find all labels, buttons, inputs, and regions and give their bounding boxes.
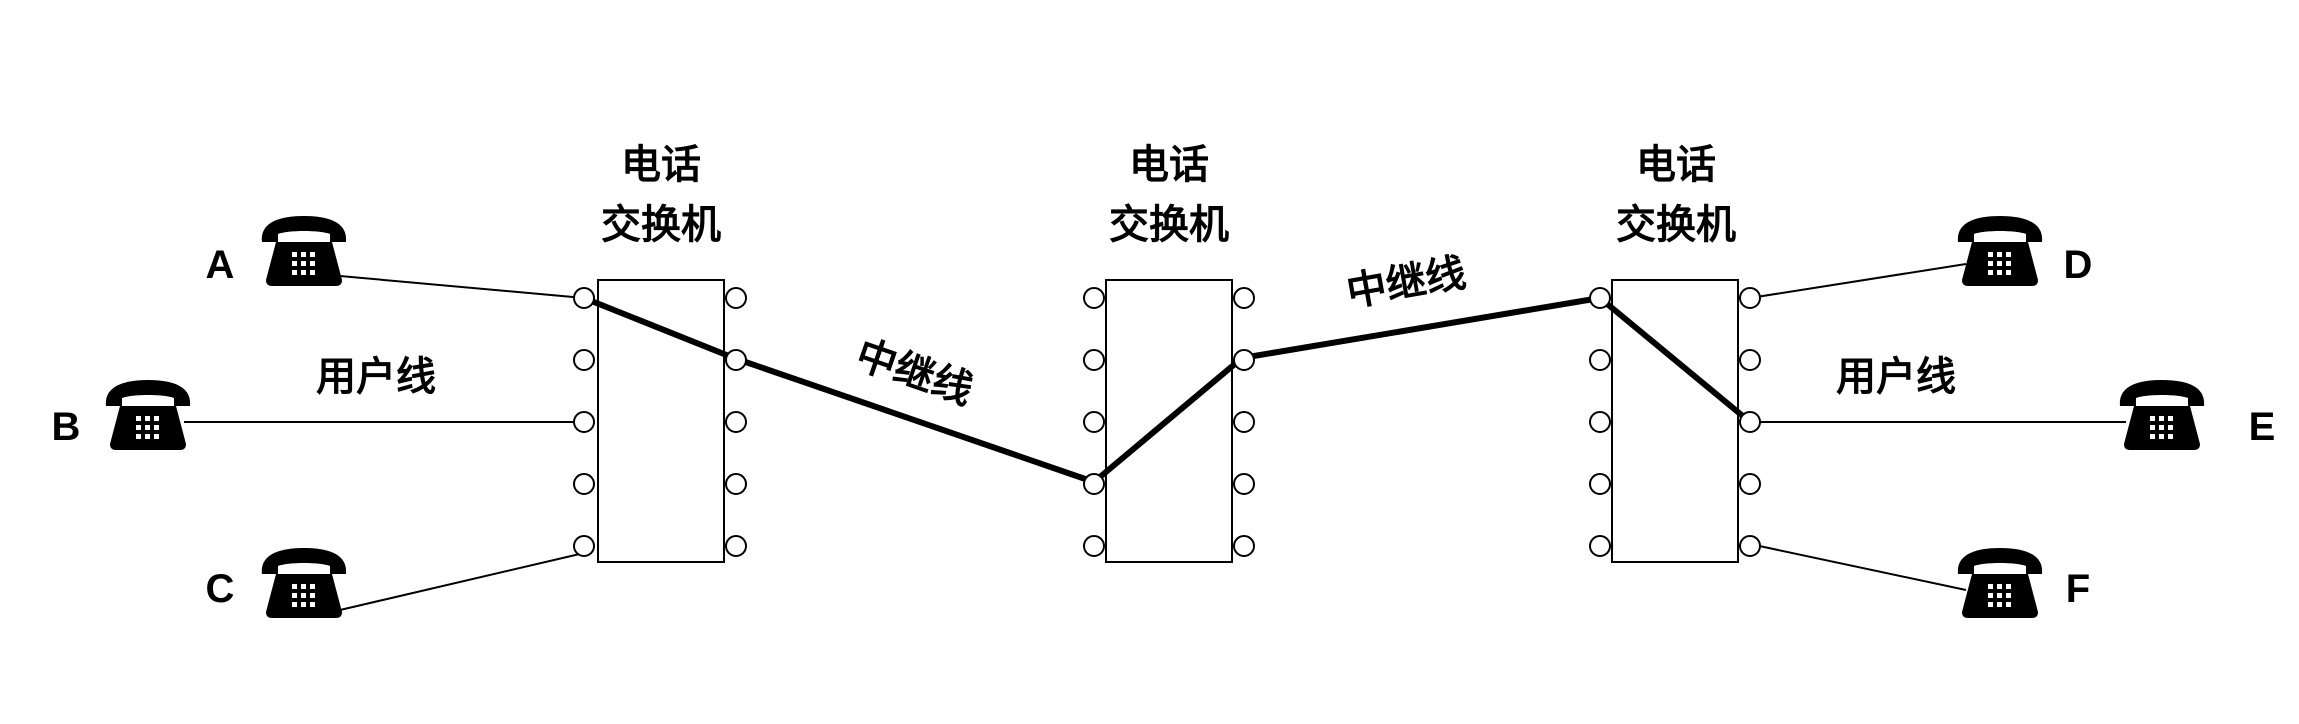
terminals-left (1083, 287, 1105, 557)
phone-label-a: A (206, 243, 235, 287)
phone-label-d: D (2064, 243, 2093, 287)
telephone-icon (1957, 216, 2043, 286)
exchange-box (597, 279, 725, 563)
terminals-left (573, 287, 595, 557)
trunk-line-2 (1239, 295, 1603, 361)
telephone-icon (2119, 380, 2205, 450)
exchange-1: 电话 交换机 (573, 142, 747, 563)
user-line-label-left: 用户线 (316, 354, 436, 400)
user-lines-right (1749, 263, 2126, 591)
exchange-box (1611, 279, 1739, 563)
phone-label-b: B (52, 405, 81, 449)
telephone-icon (261, 548, 347, 618)
exchange-title-line1: 电话 (1129, 142, 1209, 188)
exchange-3: 电话 交换机 (1589, 142, 1761, 563)
phone-label-c: C (206, 567, 235, 611)
internal-link-3 (1597, 295, 1753, 425)
trunk-line-1 (731, 355, 1097, 485)
exchange-title-line2: 交换机 (1616, 202, 1736, 248)
user-line-label-right: 用户线 (1836, 354, 1956, 400)
terminals-right (725, 287, 747, 557)
trunk-line-label-right: 中继线 (1343, 250, 1469, 316)
internal-link-2 (1091, 355, 1245, 485)
phone-label-e: E (2249, 405, 2276, 449)
terminals-right (1233, 287, 1255, 557)
exchange-title-line1: 电话 (621, 142, 701, 188)
exchange-2: 电话 交换机 (1083, 142, 1255, 563)
user-line-f (1749, 543, 1967, 591)
user-line-c (339, 552, 585, 611)
internal-link-1 (581, 295, 737, 361)
phone-label-f: F (2066, 567, 2090, 611)
user-lines-left (184, 275, 585, 611)
telephone-icon (261, 216, 347, 286)
exchange-title-line2: 交换机 (1109, 202, 1229, 248)
exchange-title-line2: 交换机 (601, 202, 721, 248)
telephone-icon (1957, 548, 2043, 618)
exchange-title-line1: 电话 (1636, 142, 1716, 188)
telephone-icon (105, 380, 191, 450)
user-line-a (339, 275, 585, 299)
terminals-left (1589, 287, 1611, 557)
connections (581, 295, 1753, 485)
exchange-box (1105, 279, 1233, 563)
terminals-right (1739, 287, 1761, 557)
user-line-d (1749, 263, 1967, 299)
